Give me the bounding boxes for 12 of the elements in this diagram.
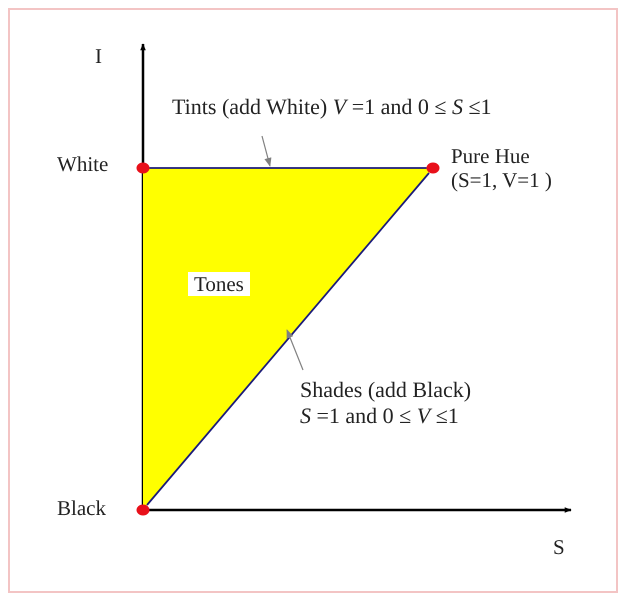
annotation-text: Shades (add Black) <box>300 377 472 403</box>
vertex-label: Pure Hue (S=1, V=1 ) <box>451 144 553 192</box>
triangle-edge <box>286 329 304 370</box>
axis-label: I <box>95 44 102 68</box>
region-label: Tones <box>188 272 250 296</box>
vertex-label: White <box>57 152 108 176</box>
vertex-label: Black <box>57 496 106 520</box>
axis-label: S <box>553 535 565 559</box>
annotation-text: Tints (add White) V =1 and 0 ≤ S ≤1 <box>172 94 492 120</box>
annotation-text: S =1 and 0 ≤ V ≤1 <box>300 403 460 429</box>
triangle-edge <box>261 136 272 167</box>
triangle-edge <box>150 167 426 169</box>
